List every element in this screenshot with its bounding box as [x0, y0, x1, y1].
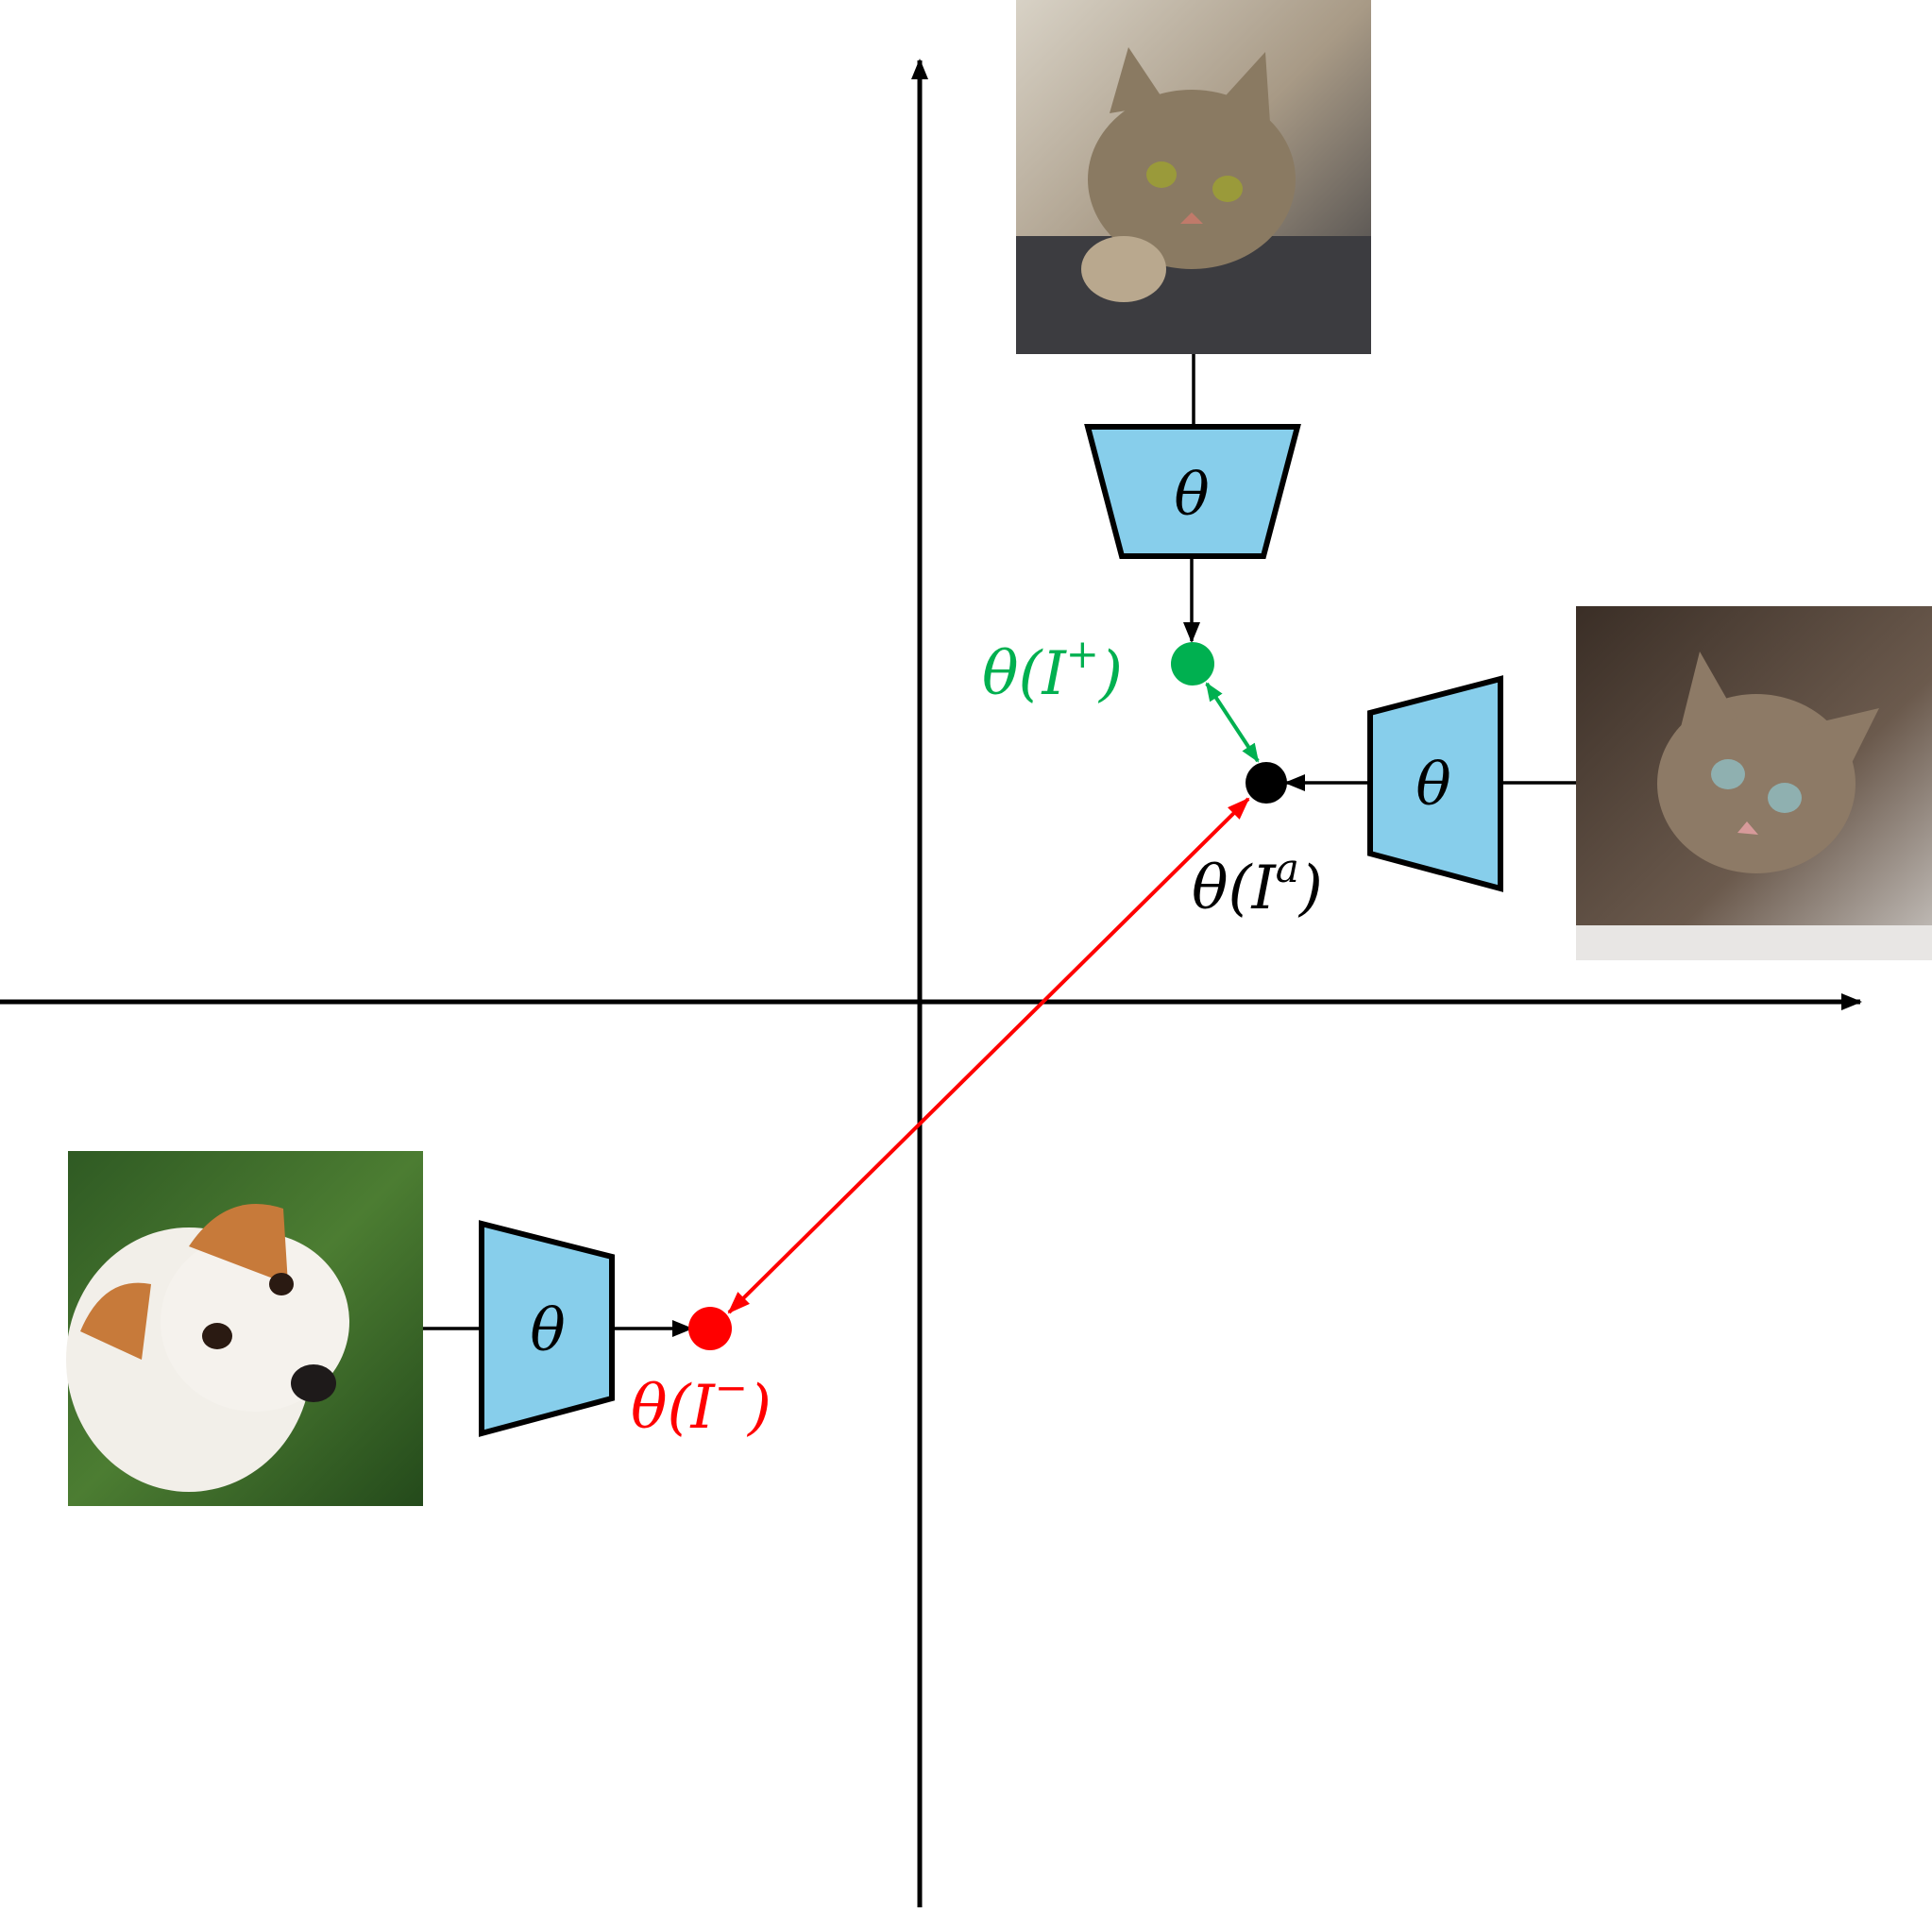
- negative-dog-image: [66, 1151, 423, 1506]
- encoder-left: θ: [482, 1224, 612, 1433]
- encoder-right: θ: [1370, 679, 1500, 889]
- negative-anchor-distance-arrow: [729, 799, 1248, 1312]
- negative-embedding-point: [688, 1307, 732, 1350]
- positive-embedding-point: [1171, 642, 1214, 686]
- anchor-embedding-label: θ(Ia): [1192, 845, 1323, 923]
- positive-embedding-label: θ(I+): [982, 631, 1123, 709]
- anchor-embedding-point: [1246, 762, 1287, 804]
- negative-embedding-label: θ(I−): [631, 1364, 771, 1443]
- encoder-top: θ: [1088, 427, 1297, 556]
- positive-cat-image: [1016, 0, 1371, 354]
- anchor-cat-image: [1576, 606, 1932, 960]
- encoder-right-label: θ: [1415, 750, 1450, 819]
- encoder-top-label: θ: [1174, 460, 1209, 529]
- positive-anchor-distance-arrow: [1207, 684, 1258, 761]
- encoder-left-label: θ: [530, 1295, 565, 1364]
